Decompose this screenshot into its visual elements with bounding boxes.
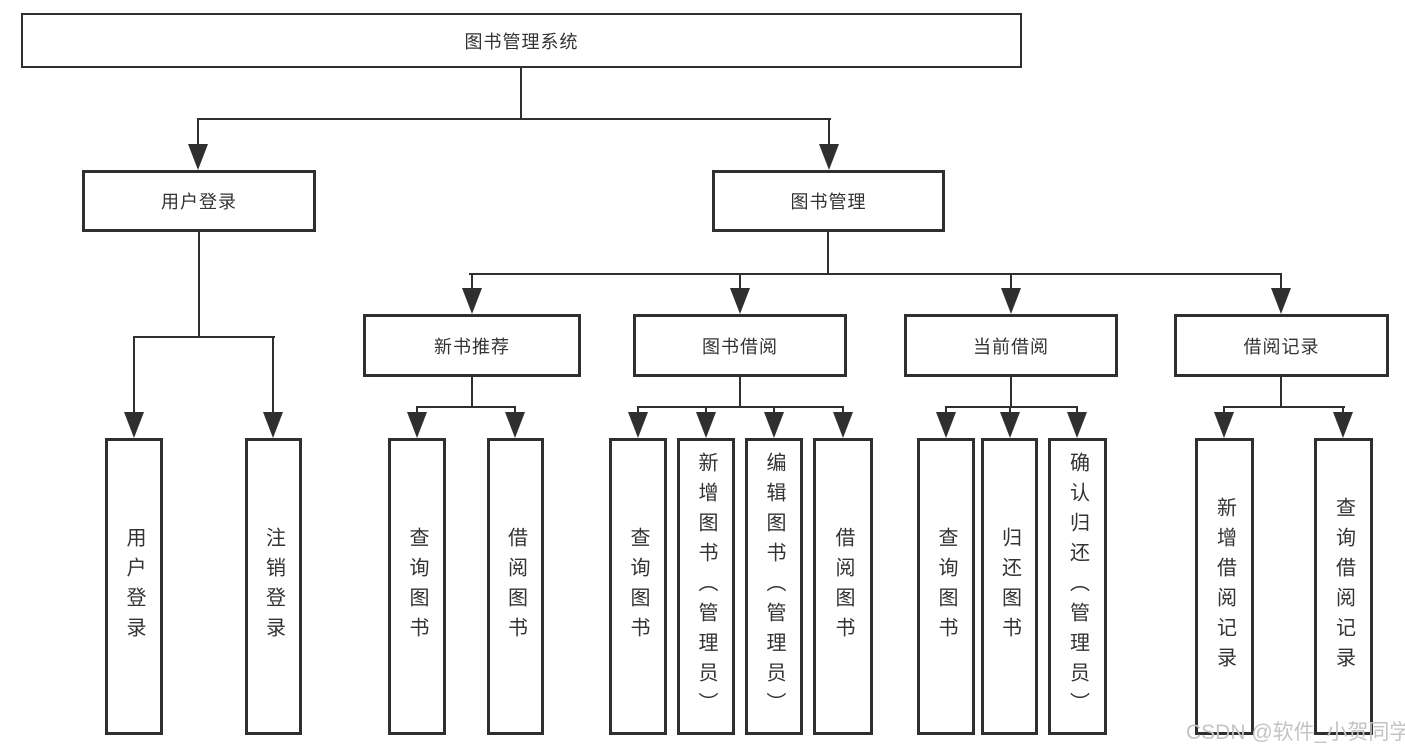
leaf-query-borrow-record: 查询借阅记录 — [1314, 438, 1373, 735]
connector-arrow — [833, 406, 853, 438]
node-root: 图书管理系统 — [21, 13, 1022, 68]
connector-arrow — [1333, 406, 1353, 438]
leaf-label: 查询图书 — [406, 526, 428, 647]
connector-arrow — [263, 336, 283, 438]
leaf-label: 用户登录 — [123, 526, 145, 647]
node-borrow-records: 借阅记录 — [1174, 314, 1389, 377]
leaf-label: 借阅图书 — [832, 526, 854, 647]
connector-line — [1010, 377, 1012, 407]
connector-line — [416, 406, 516, 408]
leaf-label: 新增图书（管理员） — [695, 451, 717, 722]
node-book-management: 图书管理 — [712, 170, 945, 232]
node-user-login: 用户登录 — [82, 170, 316, 232]
connector-arrow — [462, 273, 482, 314]
connector-line — [520, 68, 522, 118]
connector-arrow — [1214, 406, 1234, 438]
leaf-query-books-2: 查询图书 — [609, 438, 667, 735]
connector-line — [739, 377, 741, 407]
node-book-borrowing: 图书借阅 — [633, 314, 847, 377]
connector-line — [197, 118, 831, 120]
leaf-label: 确认归还（管理员） — [1066, 451, 1089, 722]
connector-arrow — [407, 406, 427, 438]
connector-arrow — [819, 118, 839, 170]
leaf-label: 查询图书 — [935, 526, 957, 647]
connector-arrow — [505, 406, 525, 438]
leaf-confirm-return-admin: 确认归还（管理员） — [1048, 438, 1107, 735]
leaf-label: 查询图书 — [627, 526, 649, 647]
node-current-borrowing: 当前借阅 — [904, 314, 1118, 377]
connector-arrow — [124, 336, 144, 438]
node-book-management-label: 图书管理 — [790, 192, 867, 212]
leaf-label: 查询借阅记录 — [1332, 496, 1355, 677]
node-borrow-records-label: 借阅记录 — [1243, 336, 1320, 357]
connector-line — [469, 273, 1282, 275]
connector-line — [1280, 377, 1282, 407]
connector-line — [198, 232, 200, 336]
leaf-borrow-books-1: 借阅图书 — [487, 438, 544, 735]
node-user-login-label: 用户登录 — [161, 192, 237, 212]
leaf-edit-books-admin: 编辑图书（管理员） — [745, 438, 803, 735]
watermark: CSDN @软件_小贺同学 — [1186, 721, 1405, 744]
connector-line — [471, 377, 473, 407]
connector-line — [1223, 406, 1345, 408]
connector-arrow — [1000, 406, 1020, 438]
node-book-borrowing-label: 图书借阅 — [702, 336, 778, 357]
connector-arrow — [1067, 406, 1087, 438]
leaf-add-borrow-record: 新增借阅记录 — [1195, 438, 1254, 735]
leaf-label: 借阅图书 — [504, 526, 527, 647]
connector-line — [133, 336, 275, 338]
connector-arrow — [730, 273, 750, 314]
connector-arrow — [936, 406, 956, 438]
node-root-label: 图书管理系统 — [464, 31, 579, 52]
connector-line — [827, 232, 829, 273]
node-current-borrowing-label: 当前借阅 — [973, 336, 1049, 357]
connector-line — [945, 406, 1078, 408]
leaf-user-login: 用户登录 — [105, 438, 163, 735]
leaf-label: 编辑图书（管理员） — [763, 451, 785, 722]
leaf-borrow-books-2: 借阅图书 — [813, 438, 873, 735]
node-new-book-recommend: 新书推荐 — [363, 314, 581, 377]
connector-arrow — [1271, 273, 1291, 314]
connector-line — [637, 406, 844, 408]
connector-arrow — [188, 118, 208, 170]
connector-arrow — [1001, 273, 1021, 314]
leaf-label: 注销登录 — [262, 526, 285, 647]
leaf-query-books-1: 查询图书 — [388, 438, 446, 735]
leaf-label: 归还图书 — [998, 526, 1021, 647]
leaf-query-books-3: 查询图书 — [917, 438, 975, 735]
leaf-add-books-admin: 新增图书（管理员） — [677, 438, 735, 735]
connector-arrow — [696, 406, 716, 438]
leaf-return-books: 归还图书 — [981, 438, 1038, 735]
leaf-label: 新增借阅记录 — [1213, 496, 1236, 677]
node-new-book-recommend-label: 新书推荐 — [434, 336, 510, 357]
connector-arrow — [628, 406, 648, 438]
leaf-logout: 注销登录 — [245, 438, 302, 735]
connector-arrow — [764, 406, 784, 438]
